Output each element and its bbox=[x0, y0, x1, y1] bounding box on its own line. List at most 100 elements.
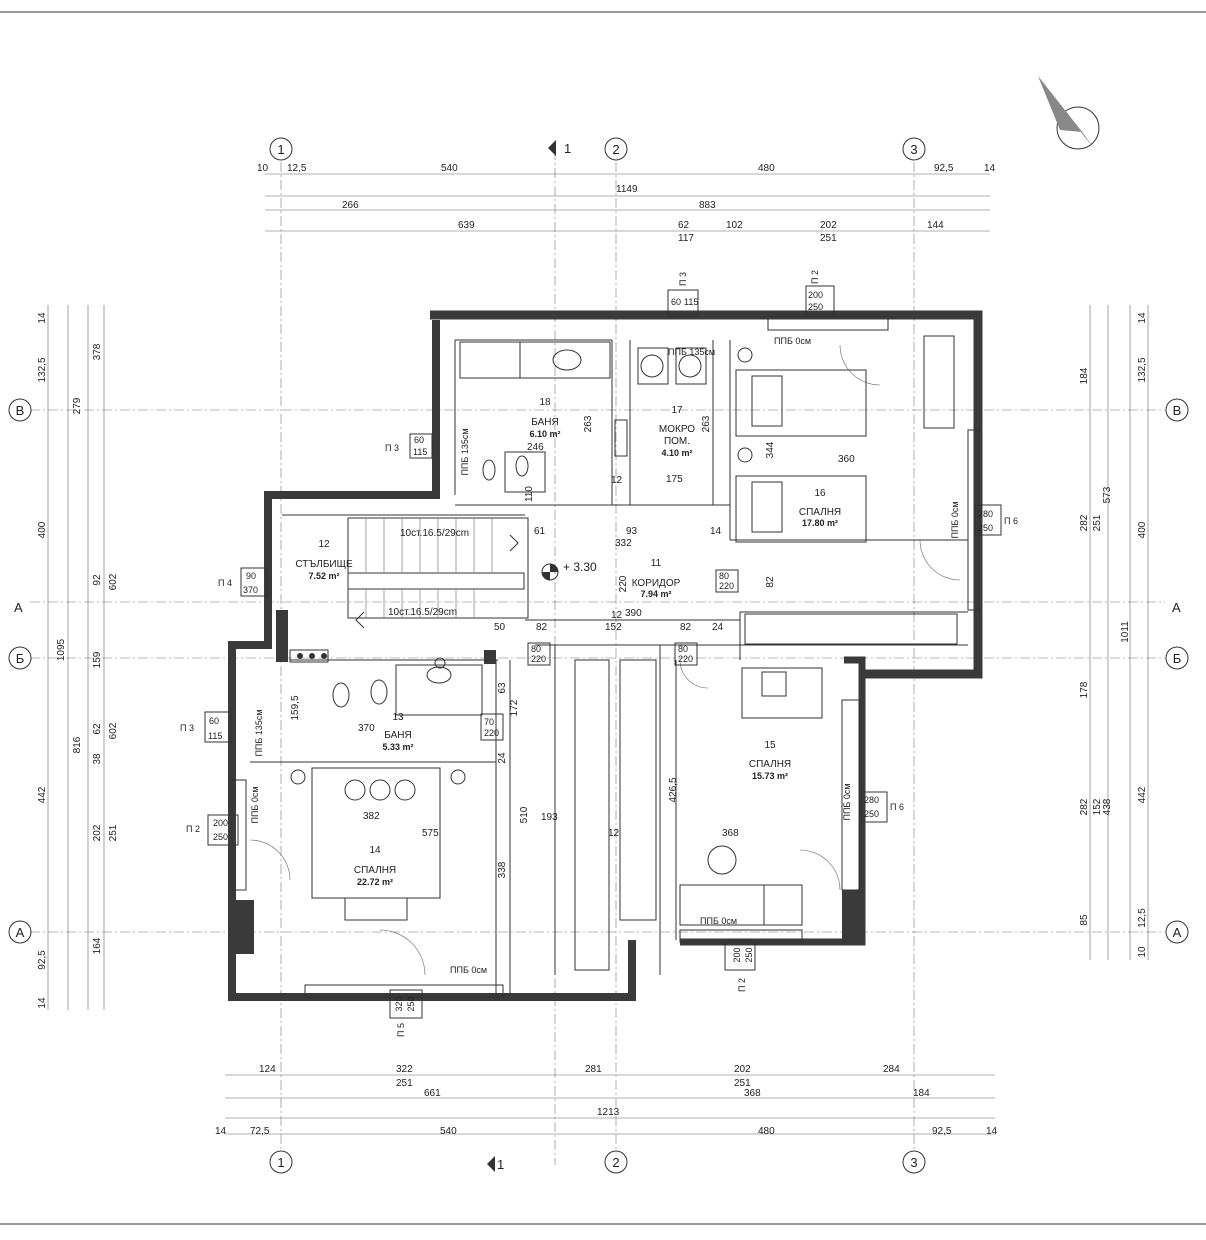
svg-text:284: 284 bbox=[883, 1064, 900, 1075]
svg-text:263: 263 bbox=[583, 415, 594, 432]
svg-text:П 6: П 6 bbox=[890, 802, 904, 812]
section-mark-top: 1 bbox=[548, 140, 571, 156]
svg-text:266: 266 bbox=[342, 200, 359, 211]
top-dimension-chains: 10 12,5 540 480 92,5 14 1149 266 883 639… bbox=[257, 163, 996, 244]
svg-text:1: 1 bbox=[564, 141, 571, 156]
svg-text:В: В bbox=[16, 403, 25, 418]
window-tag-p2-left: П 2 200 250 bbox=[186, 814, 239, 846]
level-mark: + 3.30 bbox=[541, 560, 597, 581]
svg-text:200: 200 bbox=[732, 947, 742, 962]
svg-text:85: 85 bbox=[1079, 914, 1090, 926]
svg-text:282: 282 bbox=[1079, 514, 1090, 531]
section-mark-a-left: A bbox=[14, 600, 23, 615]
svg-text:15: 15 bbox=[764, 740, 776, 751]
svg-text:661: 661 bbox=[424, 1088, 441, 1099]
axis-bubble-row-a-left: А bbox=[8, 920, 32, 944]
window-tag-p6-upper: 280 250 П 6 bbox=[974, 504, 1018, 536]
svg-text:3: 3 bbox=[910, 142, 917, 157]
svg-text:МОКРО: МОКРО bbox=[659, 424, 695, 435]
svg-text:246: 246 bbox=[527, 442, 544, 453]
svg-text:344: 344 bbox=[765, 441, 776, 458]
svg-text:510: 510 bbox=[519, 806, 530, 823]
svg-text:251: 251 bbox=[1092, 514, 1103, 531]
svg-text:2: 2 bbox=[612, 1155, 619, 1170]
svg-text:10: 10 bbox=[1137, 946, 1148, 958]
svg-text:П 3: П 3 bbox=[180, 723, 194, 733]
utility-17-fixtures bbox=[637, 347, 707, 385]
svg-text:92,5: 92,5 bbox=[934, 163, 954, 174]
svg-text:175: 175 bbox=[666, 474, 683, 485]
svg-text:279: 279 bbox=[72, 397, 83, 414]
svg-text:50: 50 bbox=[494, 622, 506, 633]
svg-text:14: 14 bbox=[37, 312, 48, 324]
svg-text:72,5: 72,5 bbox=[250, 1126, 270, 1137]
svg-text:159: 159 bbox=[92, 651, 103, 668]
svg-text:360: 360 bbox=[838, 454, 855, 465]
svg-text:370: 370 bbox=[358, 723, 375, 734]
axis-bubble-col-2-top: 2 bbox=[604, 137, 628, 161]
svg-text:13: 13 bbox=[392, 712, 404, 723]
svg-text:90: 90 bbox=[246, 571, 256, 581]
svg-text:251: 251 bbox=[396, 1078, 413, 1089]
window-tag-p4: П 4 90 370 bbox=[218, 567, 268, 597]
svg-text:92,5: 92,5 bbox=[37, 950, 48, 970]
svg-text:115: 115 bbox=[413, 447, 427, 457]
svg-text:117: 117 bbox=[678, 233, 694, 244]
svg-text:442: 442 bbox=[1137, 786, 1148, 803]
svg-text:П 5: П 5 bbox=[396, 1023, 406, 1037]
svg-text:СПАЛНЯ: СПАЛНЯ bbox=[799, 507, 841, 518]
svg-text:115: 115 bbox=[208, 731, 222, 741]
svg-text:251: 251 bbox=[734, 1078, 751, 1089]
svg-text:11: 11 bbox=[651, 558, 662, 569]
svg-text:280: 280 bbox=[978, 509, 993, 519]
svg-text:ПОМ.: ПОМ. bbox=[664, 436, 690, 447]
svg-text:110: 110 bbox=[524, 486, 535, 502]
svg-text:390: 390 bbox=[625, 608, 642, 619]
svg-text:БАНЯ: БАНЯ bbox=[384, 730, 411, 741]
svg-text:24: 24 bbox=[497, 752, 508, 764]
svg-text:250: 250 bbox=[213, 832, 228, 842]
svg-text:12: 12 bbox=[611, 610, 623, 621]
bedroom-16-beds bbox=[735, 344, 961, 581]
axis-bubble-col-2-bottom: 2 bbox=[604, 1150, 628, 1174]
svg-text:220: 220 bbox=[719, 581, 734, 591]
svg-text:10: 10 bbox=[257, 163, 269, 174]
svg-text:15.73 m²: 15.73 m² bbox=[752, 771, 788, 781]
svg-text:ППБ 135см: ППБ 135см bbox=[254, 709, 264, 756]
svg-text:378: 378 bbox=[92, 343, 103, 360]
window-tag-p3-bath13: П 3 60 115 bbox=[180, 711, 232, 743]
svg-text:80: 80 bbox=[719, 571, 729, 581]
svg-text:250: 250 bbox=[978, 523, 993, 533]
svg-text:368: 368 bbox=[722, 828, 739, 839]
svg-text:883: 883 bbox=[699, 200, 716, 211]
svg-text:102: 102 bbox=[726, 220, 743, 231]
svg-text:12,5: 12,5 bbox=[1137, 908, 1148, 928]
door-tags: 80 220 80 220 70 220 80 220 bbox=[480, 569, 739, 741]
room-17-label: 17 МОКРО ПОМ. 4.10 m² bbox=[659, 405, 695, 458]
svg-text:193: 193 bbox=[541, 812, 558, 823]
svg-text:540: 540 bbox=[440, 1126, 457, 1137]
svg-text:12: 12 bbox=[608, 828, 620, 839]
svg-text:П 2: П 2 bbox=[737, 978, 747, 992]
svg-text:А: А bbox=[16, 925, 25, 940]
svg-text:220: 220 bbox=[531, 654, 546, 664]
axis-grid bbox=[30, 150, 1165, 1165]
staircase: 10ст.16.5/29cm 10ст.16.5/29cm bbox=[347, 517, 529, 629]
svg-text:480: 480 bbox=[758, 163, 775, 174]
svg-text:60: 60 bbox=[209, 716, 219, 726]
svg-text:П 3: П 3 bbox=[678, 272, 688, 286]
svg-text:ППБ 0см: ППБ 0см bbox=[842, 783, 852, 820]
svg-text:П 3: П 3 bbox=[385, 443, 399, 453]
svg-text:82: 82 bbox=[680, 622, 692, 633]
room-12-label: 12 СТЪЛБИЩЕ 7.52 m² bbox=[295, 539, 353, 581]
svg-text:152: 152 bbox=[605, 622, 622, 633]
svg-text:164: 164 bbox=[92, 937, 103, 954]
svg-text:124: 124 bbox=[259, 1064, 276, 1075]
svg-text:18: 18 bbox=[539, 397, 551, 408]
svg-text:7.52 m²: 7.52 m² bbox=[308, 571, 339, 581]
svg-text:1: 1 bbox=[277, 1155, 284, 1170]
svg-text:281: 281 bbox=[585, 1064, 602, 1075]
svg-text:573: 573 bbox=[1102, 486, 1113, 503]
svg-text:СТЪЛБИЩЕ: СТЪЛБИЩЕ bbox=[295, 559, 353, 570]
svg-text:132,5: 132,5 bbox=[1137, 357, 1148, 382]
